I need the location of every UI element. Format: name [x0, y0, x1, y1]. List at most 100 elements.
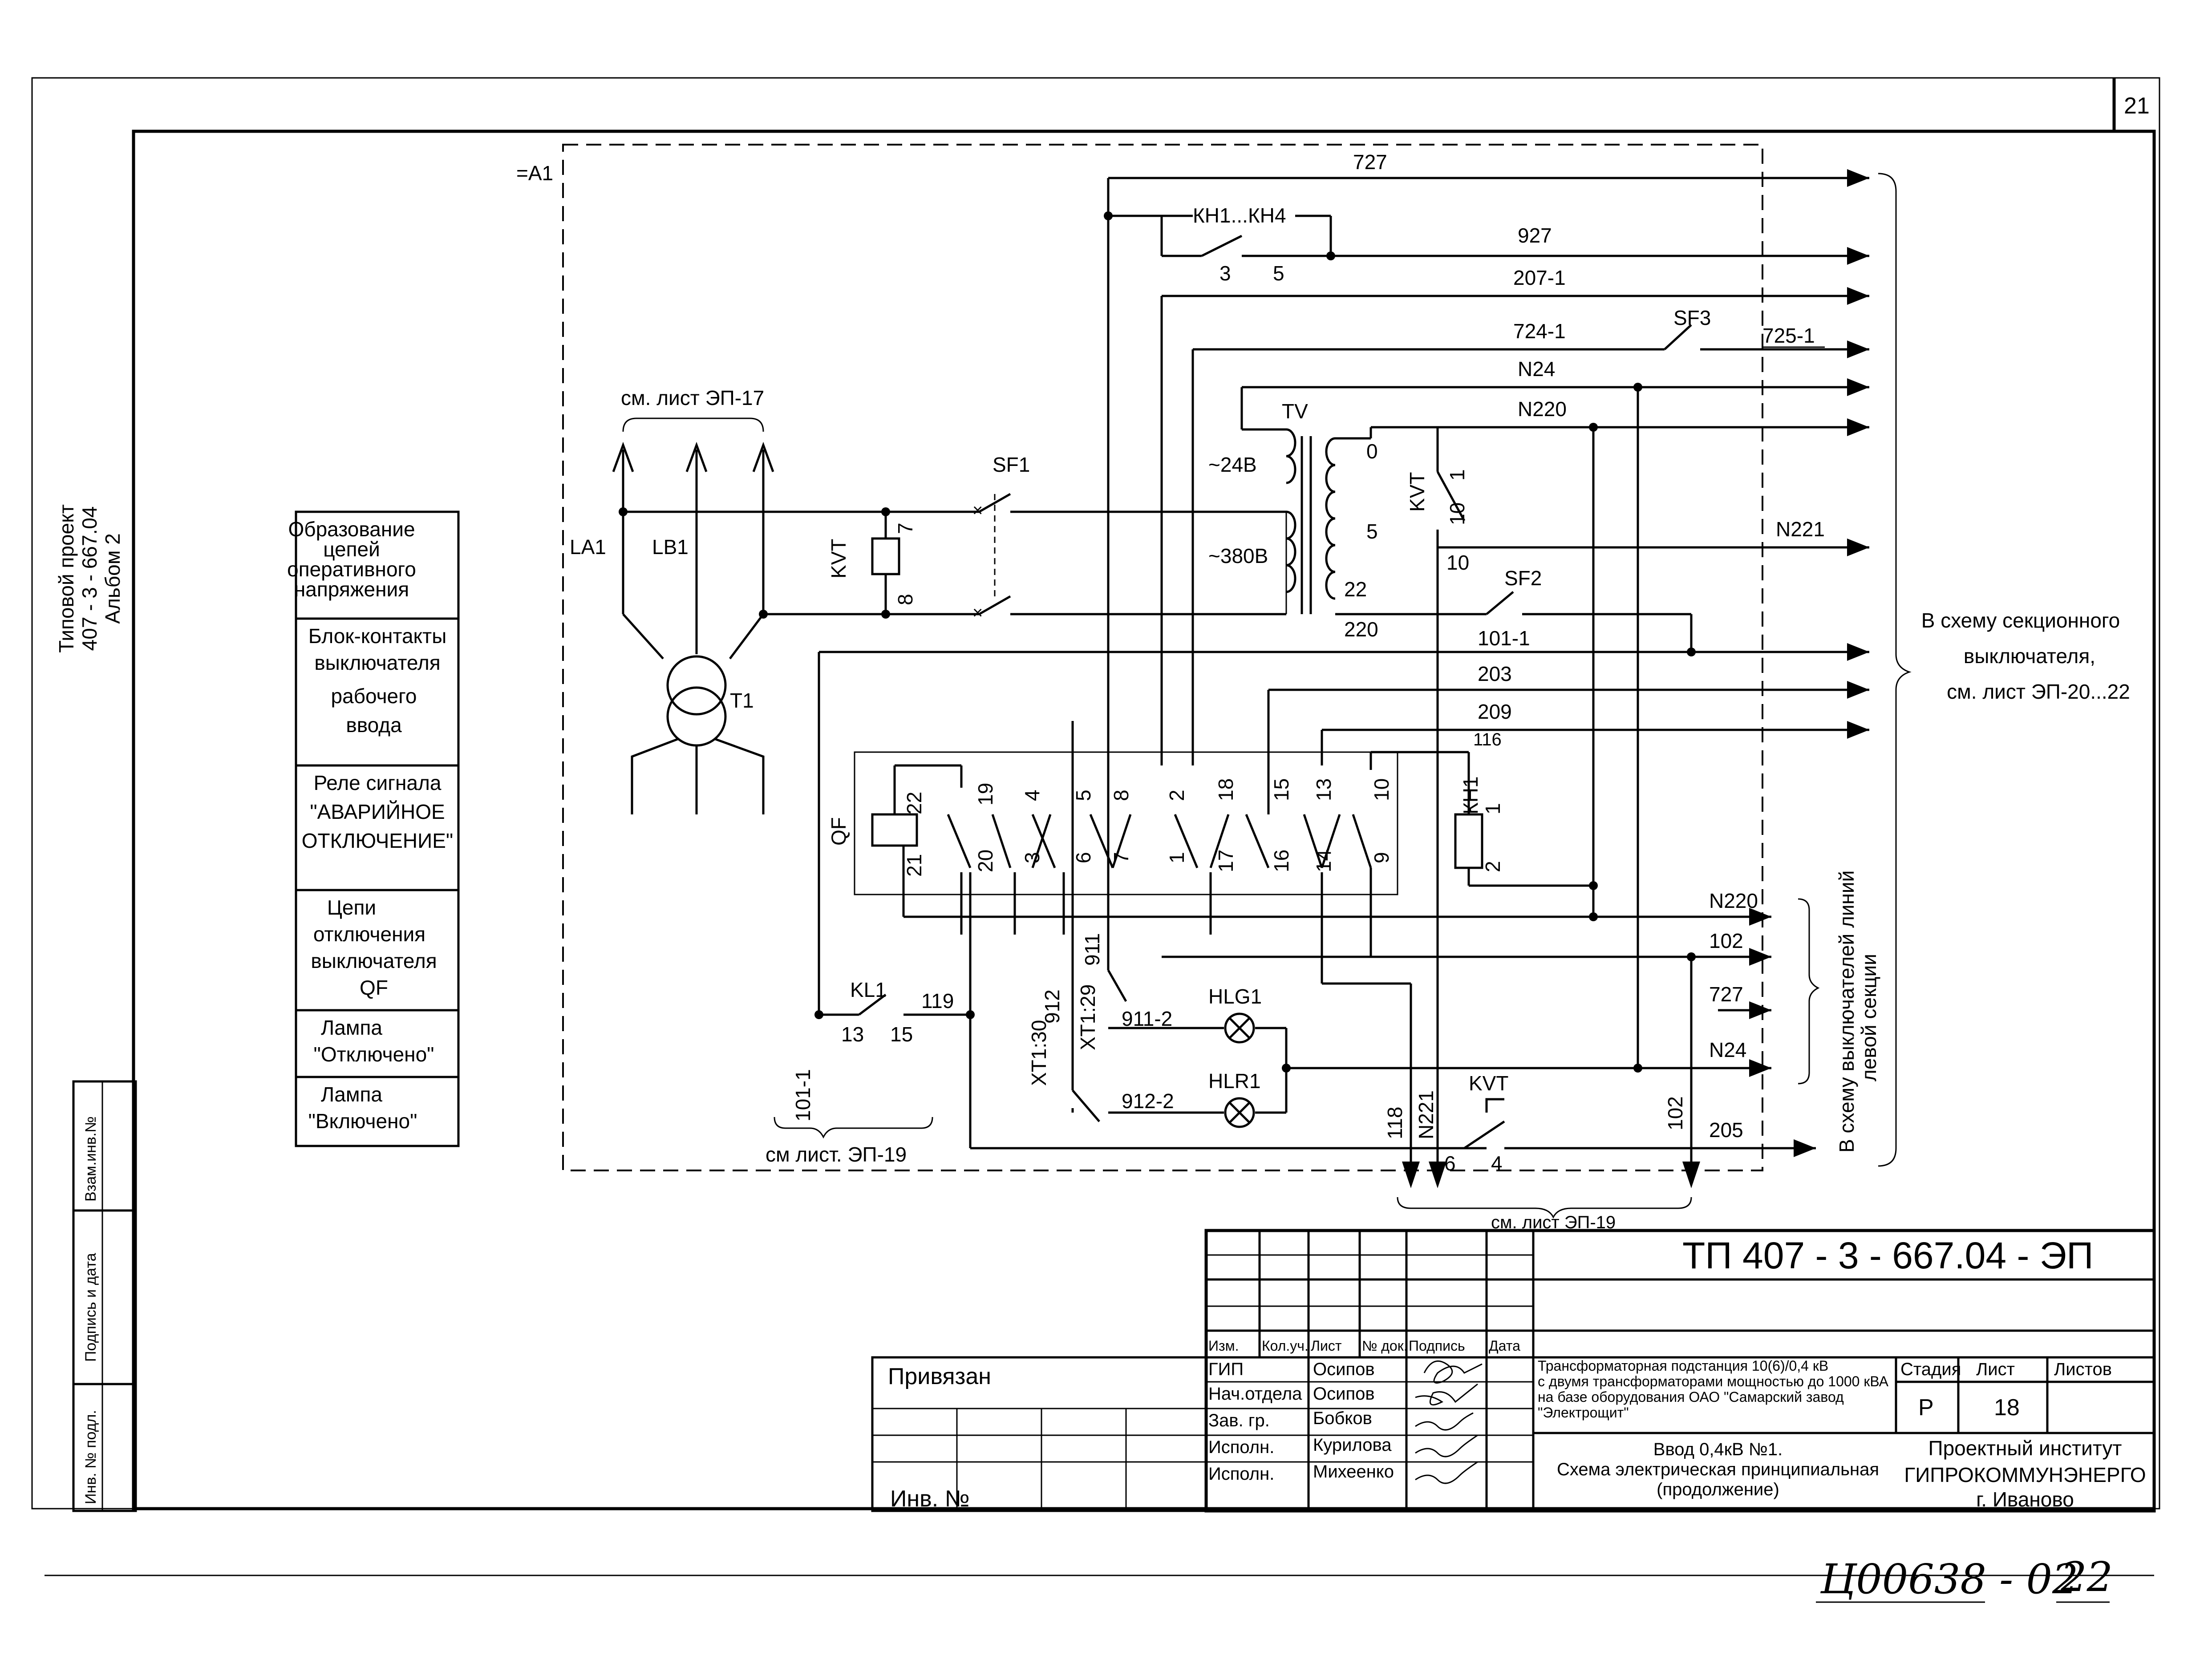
qf-term: 5 — [1072, 789, 1095, 801]
la-lb-arrows — [612, 441, 774, 614]
wire-209: 209 — [1478, 700, 1512, 723]
lamp-hlg1 — [1224, 1012, 1255, 1044]
legend-text: выключателя — [311, 949, 437, 972]
bound-label: Привязан — [888, 1364, 991, 1389]
legend-row-lamp-on: Лампа "Включено" — [308, 1083, 417, 1133]
org-line: Проектный институт — [1928, 1437, 2122, 1460]
wire-n221-vertical: N221 — [1414, 1090, 1438, 1139]
wire-911: 911 — [1081, 933, 1104, 966]
transformer-tv — [1286, 427, 1372, 615]
qf-term: 6 — [1072, 852, 1095, 863]
top-note-text: см. лист ЭП-17 — [621, 386, 764, 409]
kvt-term-6: 6 — [1444, 1152, 1456, 1175]
legend-text: Блок-контакты — [308, 624, 447, 648]
hlr1-label: HLR1 — [1208, 1069, 1261, 1093]
braces — [774, 173, 1912, 1219]
la1-label: LA1 — [570, 535, 606, 559]
qf-term: 10 — [1370, 778, 1393, 801]
wire-n220: N220 — [1518, 397, 1567, 421]
breaker-sf1: × × — [972, 493, 1011, 623]
legend-text: ОТКЛЮЧЕНИЕ" — [302, 829, 453, 852]
wire-725-1: 725-1 — [1762, 324, 1815, 347]
legend-row-rele: Реле сигнала "АВАРИЙНОЕ ОТКЛЮЧЕНИЕ" — [302, 771, 453, 852]
legend-text: "Включено" — [308, 1109, 417, 1133]
right-note-lower-2: левой секции — [1857, 954, 1880, 1081]
qf-term: 20 — [974, 850, 997, 872]
bound-table — [871, 1356, 1207, 1512]
qf-label: QF — [827, 817, 850, 846]
qf-terminals-top: 22 19 4 5 8 2 18 15 13 10 — [903, 778, 1393, 814]
t1-label: Т1 — [730, 689, 754, 712]
side-stamp-line-1: Типовой проект — [55, 504, 78, 653]
bottom-left-note: см лист. ЭП-19 — [766, 1143, 907, 1166]
kh1-term-2: 2 — [1481, 861, 1504, 872]
legend-text: оперативного — [287, 558, 416, 581]
role-name: Осипов — [1313, 1384, 1375, 1404]
tv-term-220: 220 — [1344, 618, 1378, 641]
stamp-inv-podl: Инв. № подл. — [82, 1410, 99, 1504]
hlg1-label: HLG1 — [1208, 985, 1262, 1008]
title-roles: ГИП Осипов Нач.отдела Осипов Зав. гр. Бо… — [1208, 1360, 1394, 1484]
tv-term-22: 22 — [1344, 578, 1367, 601]
wire-119: 119 — [921, 989, 954, 1012]
handwritten-page: 22 — [2060, 1553, 2113, 1601]
kvt-contact-term-10b: 10 — [1446, 551, 1469, 574]
wire-912-2: 912-2 — [1122, 1089, 1174, 1113]
wire-205: 205 — [1709, 1118, 1743, 1142]
legend-text: Цепи — [327, 896, 376, 919]
qf-term: 21 — [903, 854, 926, 877]
qf-term: 2 — [1165, 789, 1188, 801]
right-note-lower-1: В схему выключателей линий — [1835, 870, 1858, 1153]
sf1-label: SF1 — [993, 453, 1030, 476]
sheet-title-line: (продолжение) — [1657, 1480, 1779, 1499]
tv-term-0: 0 — [1366, 440, 1378, 463]
project-title-line: Трансформаторная подстанция 10(6)/0,4 кВ — [1538, 1358, 1828, 1374]
wire-101-1-vertical: 101-1 — [791, 1069, 814, 1121]
legend-text: QF — [360, 976, 388, 999]
legend-text: напряжения — [294, 578, 409, 601]
wire-101-1: 101-1 — [1478, 627, 1530, 650]
legend-text: выключателя — [314, 651, 440, 674]
wiring — [623, 177, 1869, 1184]
col-data: Дата — [1489, 1338, 1520, 1354]
kh1-label: КН1 — [1459, 776, 1482, 814]
kvt-term-7: 7 — [894, 522, 917, 534]
legend-text: "Отключено" — [313, 1043, 434, 1066]
sheet-frame — [31, 77, 2160, 1576]
title-header-cols: Изм. Кол.уч. Лист № док. Подпись Дата — [1208, 1338, 1520, 1354]
right-note-line: В схему секционного — [1921, 609, 2120, 632]
sheet-value: 18 — [1994, 1395, 2020, 1421]
tv-label: TV — [1282, 400, 1308, 423]
side-stamp: Типовой проект 407 - 3 - 667.04 Альбом 2 — [55, 504, 124, 653]
wire-912: 912 — [1041, 989, 1064, 1024]
qf-terminals-bottom: 21 20 3 6 7 1 17 16 14 9 — [903, 850, 1393, 877]
v380-label: ~380В — [1208, 544, 1268, 567]
kvt-term-8: 8 — [894, 594, 917, 605]
stamp-vzam: Взам.инв.№ — [82, 1116, 99, 1202]
tv-term-5: 5 — [1366, 520, 1378, 543]
role-name: Осипов — [1313, 1360, 1375, 1379]
svg-text:×: × — [972, 501, 983, 520]
wire-n221: N221 — [1776, 518, 1825, 541]
transformer-t1 — [622, 516, 765, 814]
role: Зав. гр. — [1208, 1411, 1270, 1430]
wire-727-lower: 727 — [1709, 983, 1743, 1006]
wire-203: 203 — [1478, 662, 1512, 685]
wire-102-vertical: 102 — [1664, 1096, 1687, 1130]
col-izm: Изм. — [1208, 1338, 1239, 1354]
legend-text: Реле сигнала — [314, 771, 442, 794]
right-note-upper: В схему секционного выключателя, см. лис… — [1921, 609, 2130, 703]
xt1-30-label: ХТ1:30 — [1027, 1020, 1050, 1086]
wire-n24-lower: N24 — [1709, 1038, 1746, 1061]
project-title-line: "Электрощит" — [1538, 1405, 1629, 1421]
qf-term: 16 — [1270, 850, 1293, 872]
qf-term: 15 — [1270, 778, 1293, 801]
qf-term: 17 — [1214, 850, 1237, 872]
wire-118: 118 — [1383, 1107, 1406, 1139]
kvt-coil — [871, 537, 900, 575]
right-arrows — [1402, 169, 1869, 1188]
legend-row-blok: Блок-контакты выключателя рабочего ввода — [308, 624, 447, 737]
qf-term: 22 — [903, 792, 926, 814]
kh-block-label: КН1...КН4 — [1193, 204, 1286, 227]
legend-row-cepi: Цепи отключения выключателя QF — [311, 896, 437, 999]
